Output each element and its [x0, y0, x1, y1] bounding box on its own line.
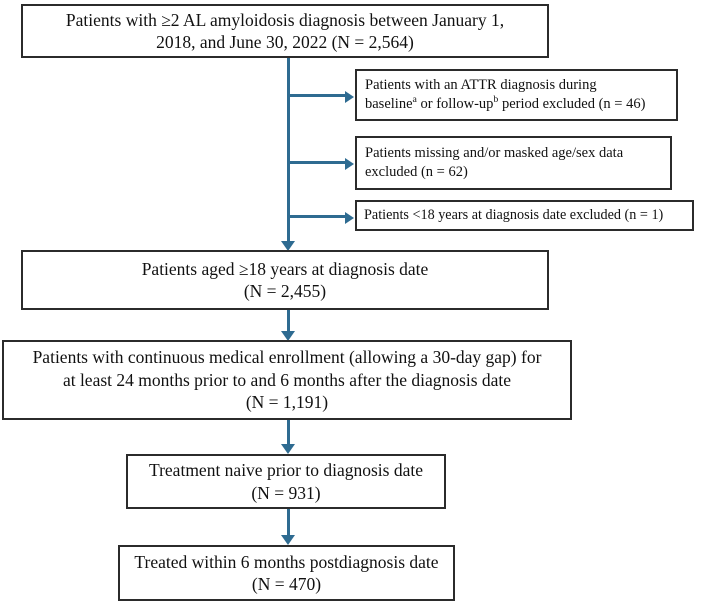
node-treatment-naive-line1: Treatment naive prior to diagnosis date: [149, 460, 423, 481]
footnote-marker-a: a: [412, 94, 417, 106]
node-continuous-enrollment-line3: (N = 1,191): [245, 392, 329, 413]
node-treatment-naive-line2: (N = 931): [251, 482, 321, 503]
node-aged-18-or-over-line1: Patients aged ≥18 years at diagnosis dat…: [141, 258, 429, 279]
node-continuous-enrollment-text: Patients with continuous medical enrollm…: [4, 346, 570, 413]
node-continuous-enrollment: Patients with continuous medical enrollm…: [2, 340, 572, 420]
connector-naive-to-treated: [287, 509, 290, 541]
branch-line-under18: [287, 215, 347, 218]
branch-line-agesex: [287, 161, 347, 164]
arrowhead-agesex-excluded: [345, 158, 354, 170]
node-cohort-identified-text: Patients with ≥2 AL amyloidosis diagnosi…: [23, 9, 547, 54]
node-under-18-excluded: Patients <18 years at diagnosis date exc…: [355, 200, 694, 231]
node-treatment-naive: Treatment naive prior to diagnosis date …: [126, 454, 446, 509]
node-missing-age-sex-excluded-line1: Patients missing and/or masked age/sex d…: [365, 144, 624, 161]
node-treatment-naive-text: Treatment naive prior to diagnosis date …: [128, 459, 444, 504]
node-missing-age-sex-excluded-line2: excluded (n = 62): [365, 164, 468, 180]
arrowhead-to-enrollment: [281, 331, 295, 341]
arrowhead-under18-excluded: [345, 212, 354, 224]
node-cohort-identified-line1: Patients with ≥2 AL amyloidosis diagnosi…: [65, 9, 505, 30]
node-cohort-identified: Patients with ≥2 AL amyloidosis diagnosi…: [21, 4, 549, 58]
node-continuous-enrollment-line1: Patients with continuous medical enrollm…: [32, 347, 542, 368]
node-continuous-enrollment-line2: at least 24 months prior to and 6 months…: [62, 369, 512, 390]
node-aged-18-or-over-text: Patients aged ≥18 years at diagnosis dat…: [23, 258, 547, 303]
node-aged-18-or-over-line2: (N = 2,455): [243, 281, 327, 301]
node-treated-within-6-months-text: Treated within 6 months postdiagnosis da…: [120, 551, 453, 596]
node-attr-diagnosis-excluded-line2: baselinea or follow-upb period excluded …: [365, 94, 646, 112]
connector-enrollment-to-naive: [287, 420, 290, 450]
node-treated-within-6-months-line2: (N = 470): [251, 574, 322, 594]
connector-cohort-to-aged: [287, 57, 290, 246]
arrowhead-to-aged18: [281, 241, 295, 251]
node-under-18-excluded-line1: Patients <18 years at diagnosis date exc…: [364, 206, 664, 223]
node-cohort-identified-line2: 2018, and June 30, 2022 (N = 2,564): [156, 32, 414, 52]
arrowhead-to-treatment-naive: [281, 444, 295, 454]
arrowhead-to-treated: [281, 535, 295, 545]
node-missing-age-sex-excluded: Patients missing and/or masked age/sex d…: [355, 136, 672, 190]
node-treated-within-6-months-line1: Treated within 6 months postdiagnosis da…: [134, 551, 439, 572]
node-under-18-excluded-text: Patients <18 years at diagnosis date exc…: [357, 206, 692, 225]
arrowhead-attr-excluded: [345, 91, 354, 103]
footnote-marker-b: b: [493, 94, 499, 106]
node-aged-18-or-over: Patients aged ≥18 years at diagnosis dat…: [21, 250, 549, 310]
branch-line-attr: [287, 94, 347, 97]
connector-aged-to-enrollment: [287, 310, 290, 335]
node-attr-diagnosis-excluded-text: Patients with an ATTR diagnosis during b…: [357, 76, 676, 115]
node-attr-diagnosis-excluded-line1: Patients with an ATTR diagnosis during: [365, 76, 597, 93]
node-missing-age-sex-excluded-text: Patients missing and/or masked age/sex d…: [357, 144, 670, 183]
node-treated-within-6-months: Treated within 6 months postdiagnosis da…: [118, 545, 455, 601]
node-attr-diagnosis-excluded: Patients with an ATTR diagnosis during b…: [355, 69, 678, 121]
